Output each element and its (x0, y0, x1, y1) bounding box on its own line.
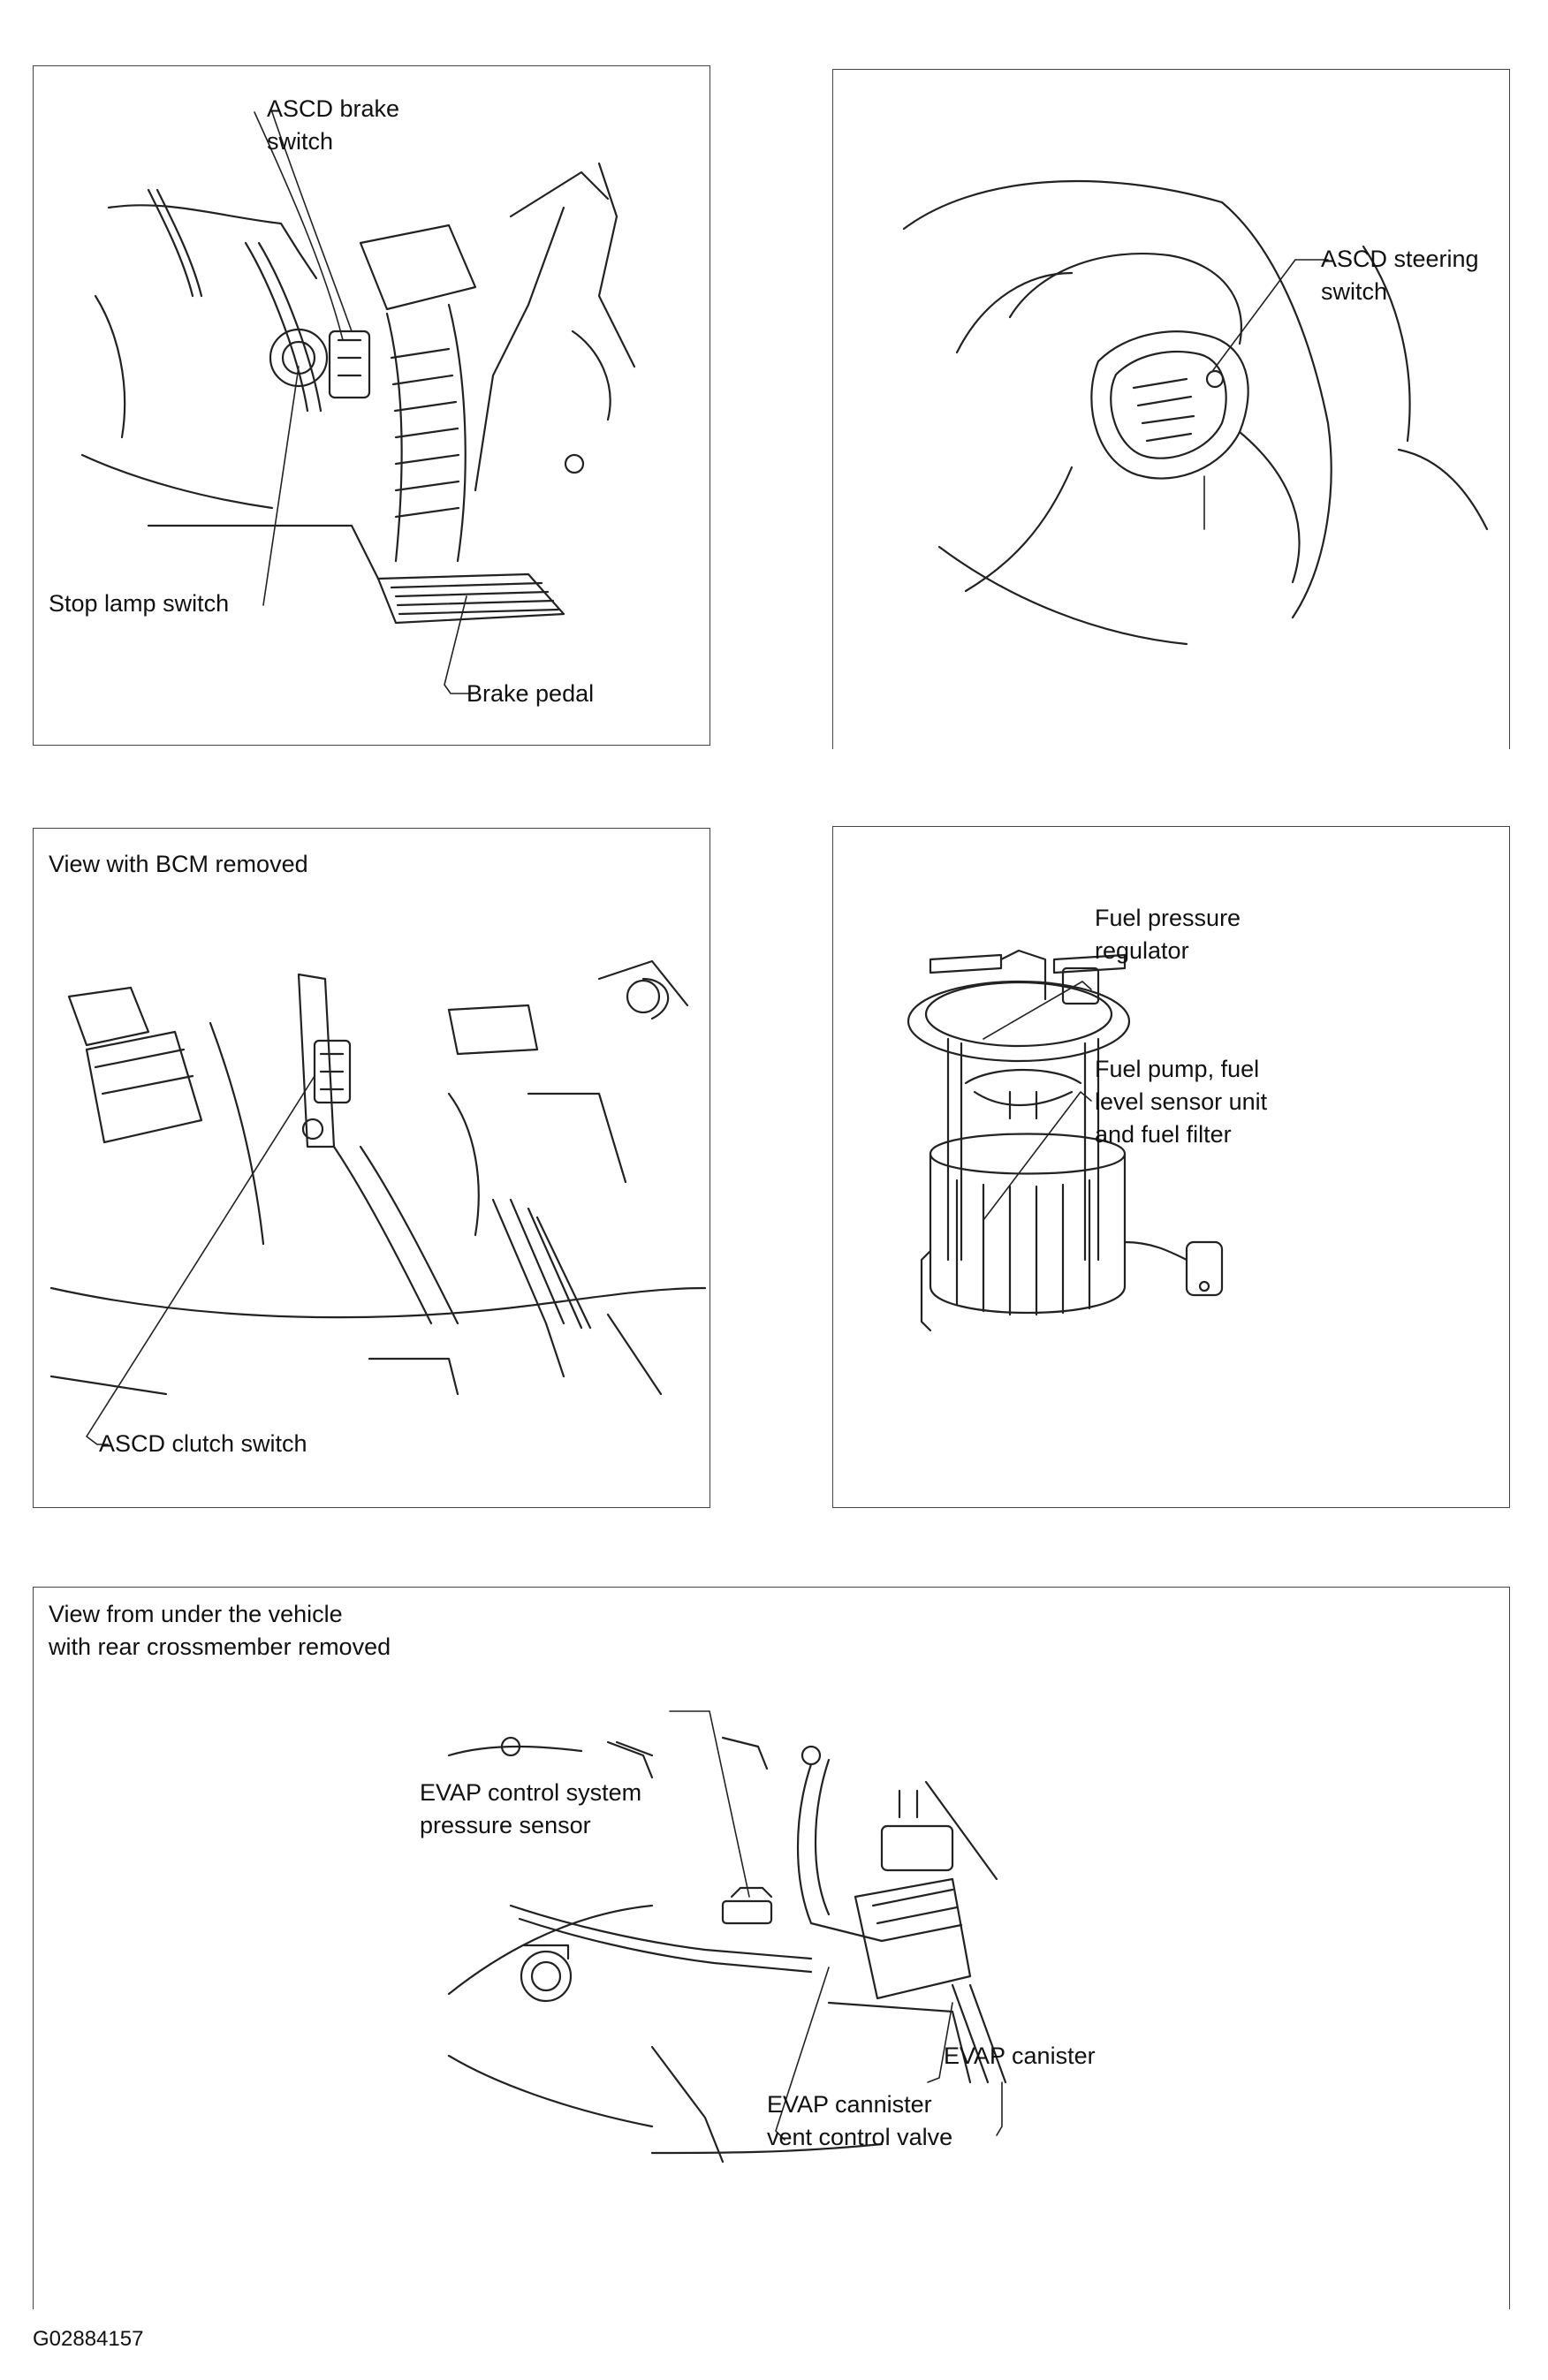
brake-pedal-label: Brake pedal (467, 680, 595, 707)
fuel-pump-panel: Fuel pressure regulator Fuel pump, fuel … (832, 826, 1510, 1508)
fuel-pump-unit-label-line3: and fuel filter (1095, 1121, 1232, 1148)
evap-vent-valve-label-line2: vent control valve (767, 2124, 953, 2150)
asc-brake-switch-label-line2: switch (267, 128, 334, 155)
asc-brake-switch-label: ASCD brake switch (267, 93, 399, 158)
brake-pedal-panel: ASCD brake switch Stop lamp switch Brake… (33, 65, 710, 746)
clutch-panel-caption: View with BCM removed (49, 851, 308, 877)
evap-panel-caption-line2: with rear crossmember removed (49, 1633, 391, 1660)
fuel-pump-unit-label: Fuel pump, fuel level sensor unit and fu… (1095, 1053, 1267, 1151)
evap-vent-valve-label: EVAP cannister vent control valve (767, 2088, 952, 2154)
fuel-pump-illustration (907, 949, 1224, 1332)
stop-lamp-switch-label: Stop lamp switch (49, 590, 230, 617)
fuel-pump-unit-label-line1: Fuel pump, fuel (1095, 1056, 1260, 1082)
asc-steering-switch-label-line1: ASCD steering (1321, 246, 1479, 272)
evap-pressure-sensor-label-line2: pressure sensor (420, 1812, 591, 1838)
fuel-pressure-regulator-label-line2: regulator (1095, 937, 1189, 964)
clutch-panel: View with BCM removed ASCD clutch swi (33, 828, 710, 1508)
asc-steering-switch-label: ASCD steering switch (1321, 243, 1479, 308)
fuel-pressure-regulator-label: Fuel pressure regulator (1095, 902, 1241, 967)
asc-clutch-switch-label: ASCD clutch switch (99, 1430, 307, 1457)
steering-wheel-illustration (902, 179, 1489, 646)
fuel-pressure-regulator-label-line1: Fuel pressure (1095, 905, 1241, 931)
asc-steering-switch-label-line2: switch (1321, 278, 1388, 305)
evap-pressure-sensor-label: EVAP control system pressure sensor (420, 1777, 641, 1842)
evap-canister-label: EVAP canister (944, 2043, 1096, 2069)
evap-pressure-sensor-label-line1: EVAP control system (420, 1779, 642, 1806)
brake-pedal-illustration (80, 111, 636, 694)
fuel-pump-unit-label-line2: level sensor unit (1095, 1088, 1268, 1115)
figure-code: G02884157 (33, 2327, 144, 2351)
evap-vent-valve-label-line1: EVAP cannister (767, 2091, 932, 2118)
asc-brake-switch-label-line1: ASCD brake (267, 95, 400, 122)
evap-panel-caption: View from under the vehicle with rear cr… (49, 1598, 391, 1664)
evap-panel-caption-line1: View from under the vehicle (49, 1601, 343, 1627)
evap-illustration (447, 1710, 1007, 2164)
evap-panel: View from under the vehicle with rear cr… (33, 1587, 1510, 2309)
clutch-illustration (49, 959, 707, 1445)
steering-panel: ASCD steering switch (832, 69, 1510, 749)
